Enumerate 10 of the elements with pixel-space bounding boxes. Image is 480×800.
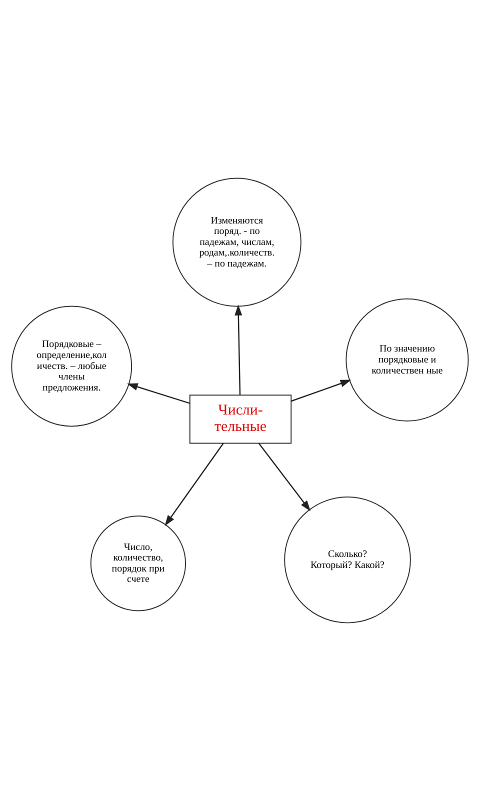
arrow [290, 379, 352, 402]
node-circle: Сколько? Который? Какой? [284, 496, 411, 623]
arrow [258, 442, 311, 511]
arrow [126, 382, 190, 404]
node-box: Числи- тельные [189, 394, 292, 444]
arrow [164, 442, 224, 526]
node-circle: По значению порядковые и количествен ные [346, 298, 469, 421]
node-circle: Изменяются поряд. - по падежам, числам, родам,.количеств. – по падежам. [172, 177, 302, 306]
node-circle: Порядковые – определение,кол ичеств. – любые члены предложения. [11, 305, 132, 426]
arrow [234, 304, 242, 394]
